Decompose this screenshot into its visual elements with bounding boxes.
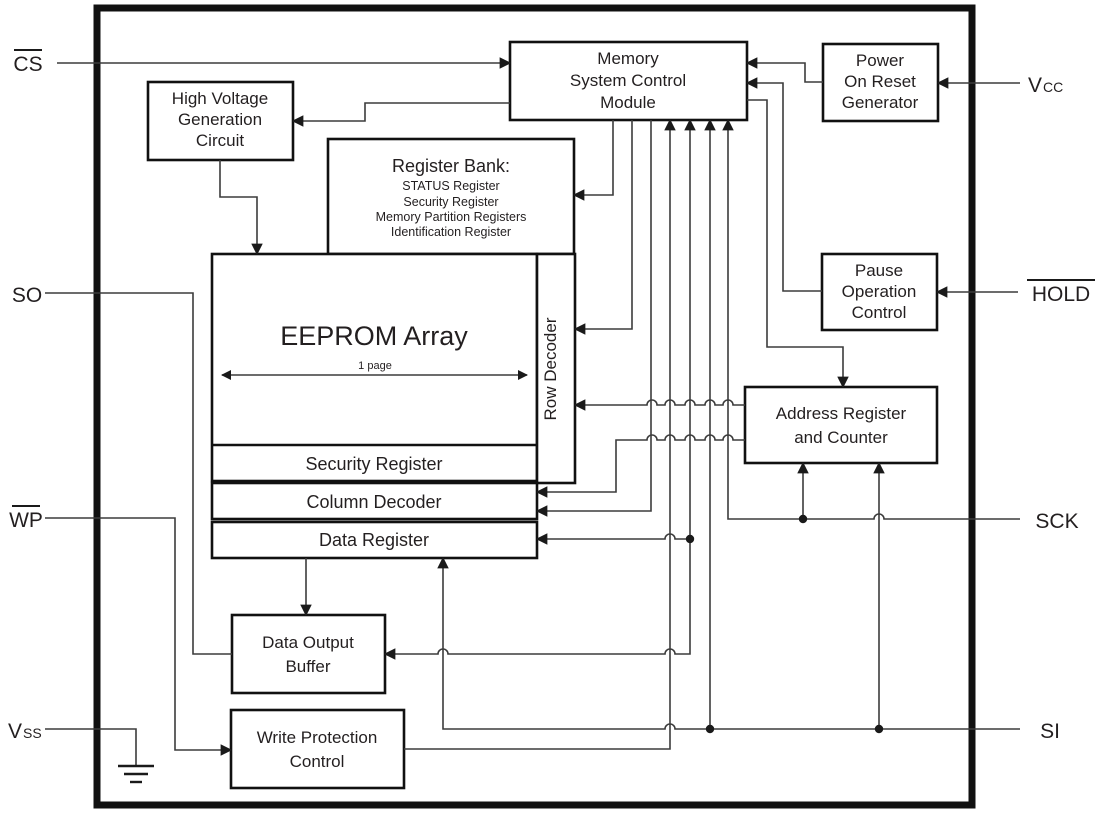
chip-boundary [93, 4, 976, 809]
write-protection-box [229, 708, 406, 790]
wire-sck [722, 118, 1020, 520]
block-data-register: Data Register [210, 520, 539, 560]
row-decoder-label: Row Decoder [541, 317, 560, 420]
wire-module-to-row-decoder [573, 120, 633, 335]
register-bank-item: Security Register [403, 195, 498, 209]
block-data-output-buffer: Data Output Buffer [230, 613, 387, 695]
block-address-register: Address Register and Counter [743, 385, 939, 465]
wire-so [45, 292, 232, 655]
block-eeprom-array: EEPROM Array 1 page Security Register [210, 252, 539, 483]
block-label: Module [600, 93, 656, 112]
data-register-label: Data Register [319, 530, 429, 550]
junction-dot [798, 514, 808, 524]
pin-labels: CS SO WP V SS V CC HOLD SCK SI [8, 49, 1095, 743]
wire-pause-to-module [745, 77, 822, 292]
register-bank-title: Register Bank: [392, 156, 510, 176]
block-label: On Reset [844, 72, 916, 91]
eeprom-array-label: EEPROM Array [280, 321, 468, 351]
wire-data-register-feed [535, 533, 690, 545]
pin-label-vss-sub: SS [23, 725, 42, 741]
wire-wp [45, 517, 233, 756]
wire-por-to-module [745, 57, 823, 83]
block-column-decoder: Column Decoder [210, 481, 539, 521]
pin-label-si: SI [1040, 720, 1060, 743]
block-label: Operation [842, 282, 917, 301]
block-label: Generation [178, 110, 262, 129]
wire-address-register-to-row-decoder [573, 399, 745, 411]
ground-symbol [118, 764, 154, 784]
pin-label-sck: SCK [1035, 510, 1078, 533]
pin-label-vcc-sub: CC [1043, 79, 1063, 95]
block-label: High Voltage [172, 89, 268, 108]
wire-module-data-bus [383, 118, 696, 660]
block-label: Circuit [196, 131, 244, 150]
block-register-bank: Register Bank: STATUS Register Security … [326, 137, 576, 256]
block-label: Control [852, 303, 907, 322]
junction-dot [874, 724, 884, 734]
wire-address-register-to-column-decoder [535, 434, 745, 498]
block-label: Pause [855, 261, 903, 280]
pause-operation-box [820, 252, 939, 332]
column-decoder-label: Column Decoder [306, 492, 441, 512]
wire-module-to-hvgc [291, 102, 510, 127]
wires [45, 57, 1020, 784]
block-pause-operation-control: Pause Operation Control [820, 252, 939, 332]
block-label: Data Output [262, 633, 354, 652]
block-row-decoder: Row Decoder [535, 252, 577, 485]
block-label: Power [856, 51, 905, 70]
wire-si [437, 556, 1020, 730]
data-output-buffer-box [230, 613, 387, 695]
wire-hvgc-to-eeprom [219, 160, 263, 256]
block-label: Write Protection [257, 728, 378, 747]
page-size-label: 1 page [358, 360, 392, 372]
pin-label-wp: WP [9, 509, 43, 532]
block-write-protection-control: Write Protection Control [229, 708, 406, 790]
register-bank-item: Identification Register [391, 225, 511, 239]
block-high-voltage-generation: High Voltage Generation Circuit [146, 80, 295, 162]
wire-vss [45, 728, 137, 766]
block-label: Control [290, 752, 345, 771]
block-label: and Counter [794, 428, 888, 447]
wire-module-to-address-register [747, 99, 849, 389]
block-memory-system-control: Memory System Control Module [508, 40, 749, 122]
block-label: Buffer [285, 657, 330, 676]
pin-label-vcc: V [1028, 74, 1042, 97]
block-power-on-reset: Power On Reset Generator [821, 42, 940, 123]
address-register-box [743, 385, 939, 465]
wire-module-to-register-bank [572, 120, 614, 201]
security-register-label: Security Register [305, 454, 442, 474]
pin-label-cs: CS [13, 53, 42, 76]
junction-dot [685, 534, 695, 544]
block-label: System Control [570, 71, 686, 90]
register-bank-item: Memory Partition Registers [376, 210, 527, 224]
power-on-reset-box [821, 42, 940, 123]
register-bank-item: STATUS Register [402, 179, 499, 193]
block-label: Generator [842, 93, 919, 112]
pin-label-hold: HOLD [1032, 283, 1090, 306]
junction-dot [705, 724, 715, 734]
pin-label-so: SO [12, 284, 42, 307]
block-label: Address Register [776, 404, 907, 423]
block-label: Memory [597, 49, 659, 68]
pin-label-vss: V [8, 720, 22, 743]
